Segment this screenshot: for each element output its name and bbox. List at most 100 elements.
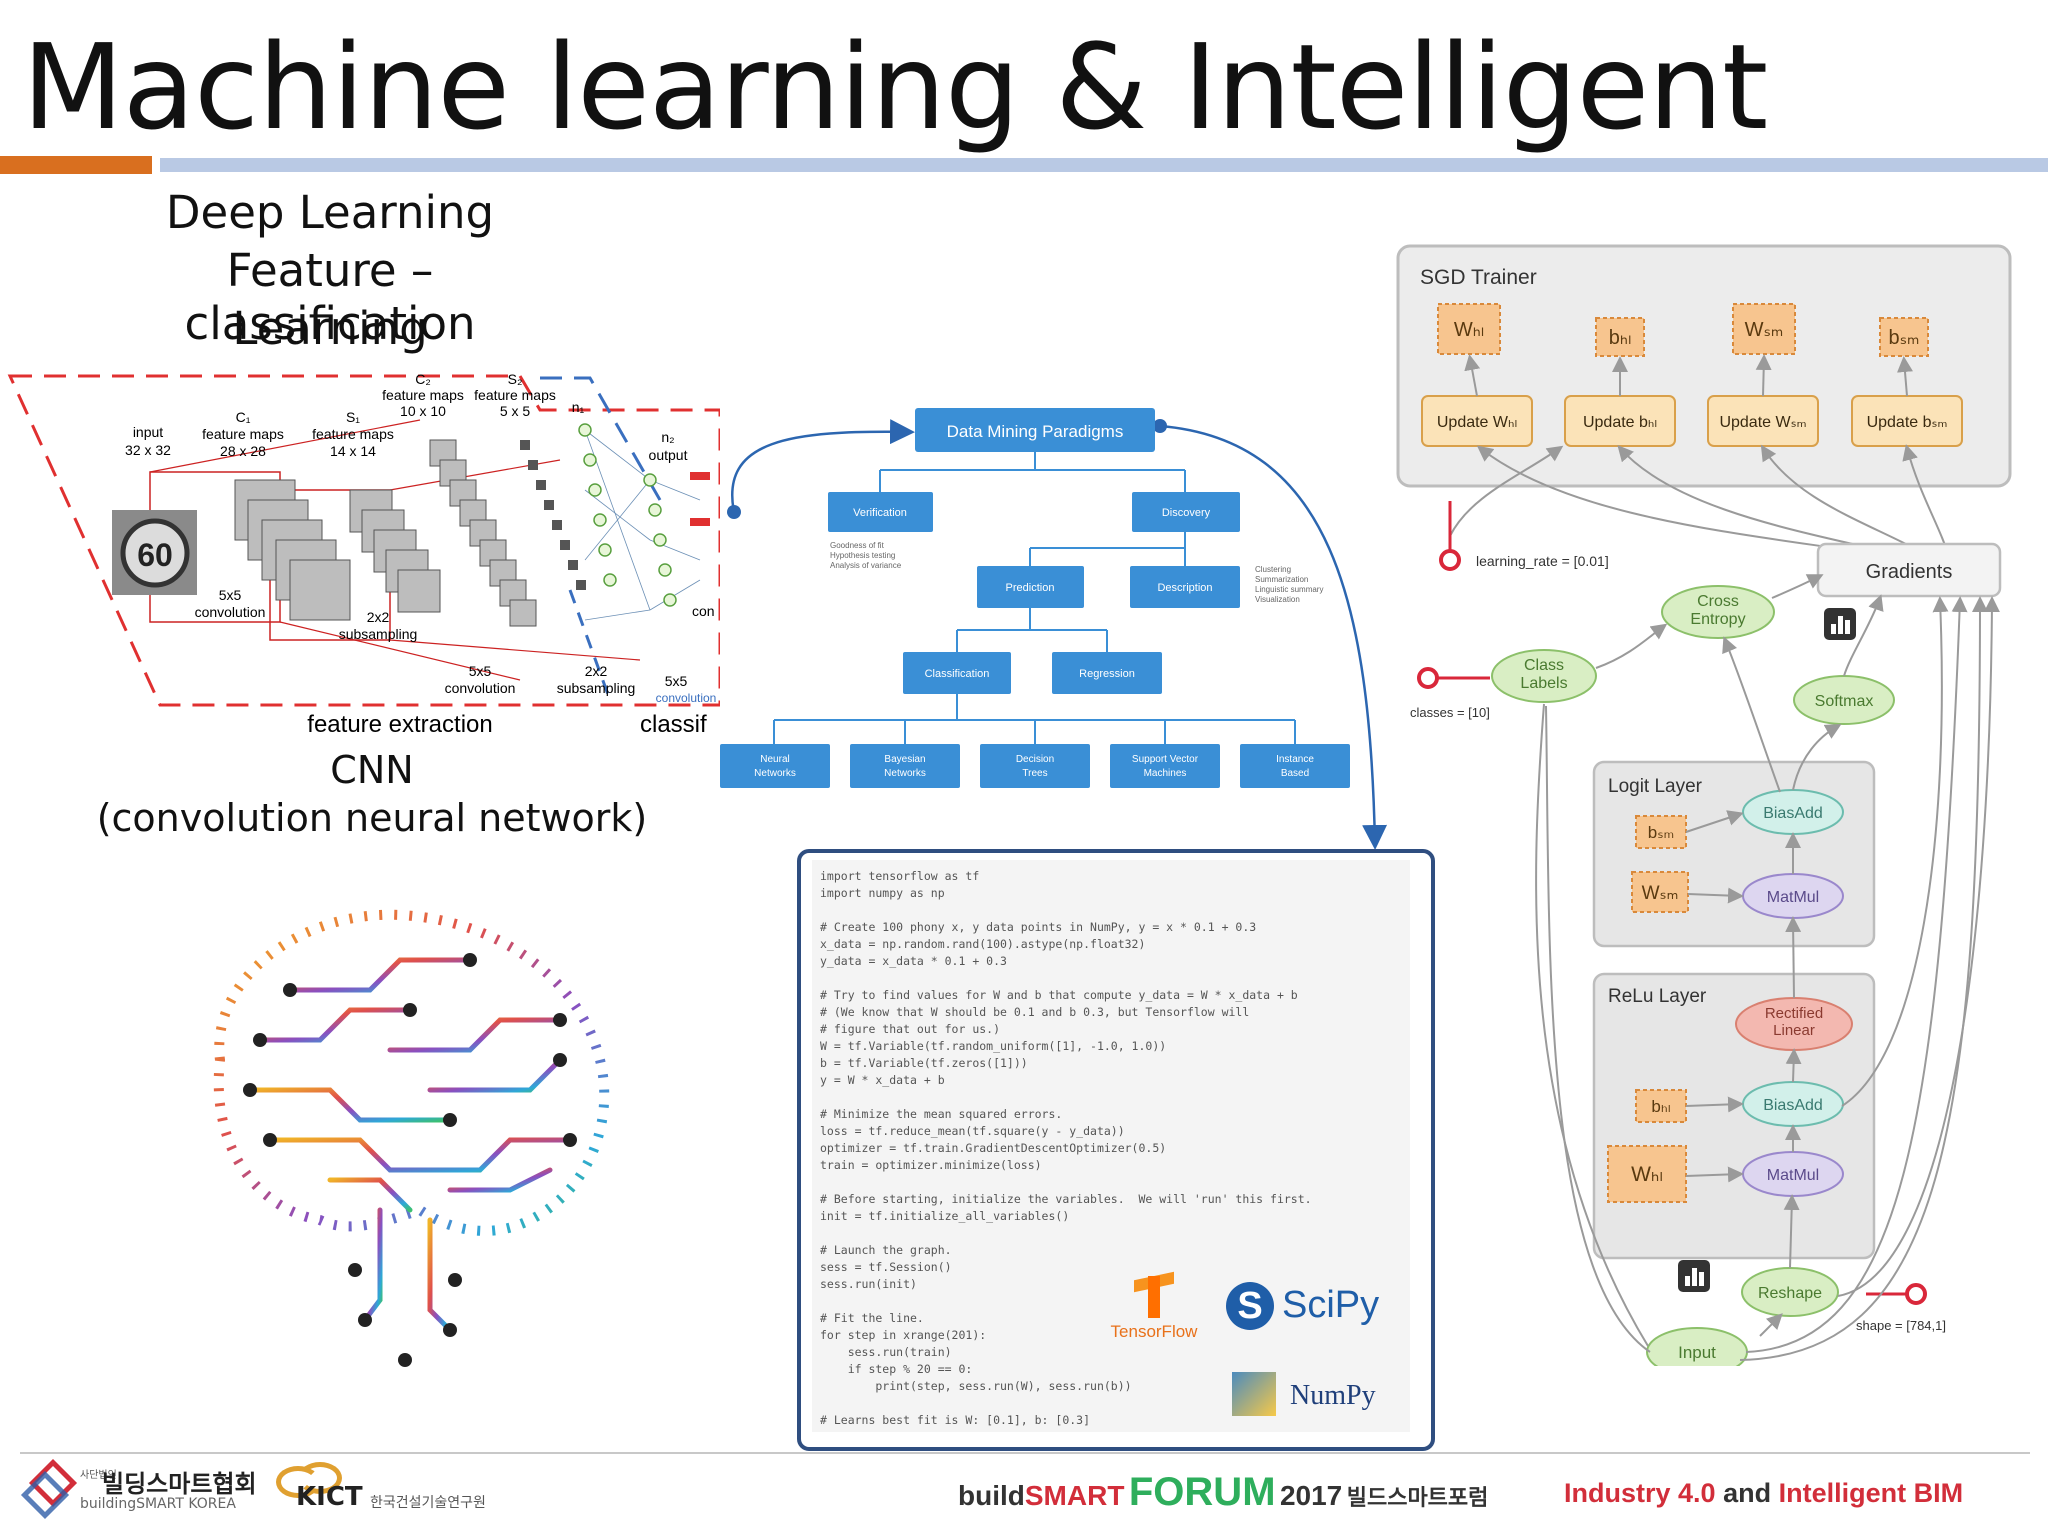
- code-line: # Minimize the mean squared errors.: [820, 1107, 1063, 1121]
- cnn-diagram: 60 input 32 x 32 C₁ feature maps 28 x 28…: [7, 371, 720, 738]
- svg-text:Class: Class: [1524, 657, 1564, 674]
- classes-constant: [1417, 667, 1439, 689]
- svg-text:Softmax: Softmax: [1815, 693, 1874, 710]
- svg-text:Analysis of variance: Analysis of variance: [830, 561, 902, 570]
- svg-text:feature maps: feature maps: [312, 426, 394, 442]
- svg-text:BiasAdd: BiasAdd: [1763, 805, 1823, 822]
- tensorflow-logo: TensorFlow: [1104, 1268, 1204, 1348]
- svg-text:S₁: S₁: [346, 409, 360, 425]
- svg-text:convolution: convolution: [445, 680, 516, 696]
- svg-text:Reshape: Reshape: [1758, 1285, 1822, 1302]
- feature-extraction-frame: [7, 374, 720, 707]
- code-line: # figure that out for us.): [820, 1022, 1001, 1036]
- code-line: sess.run(train): [820, 1345, 952, 1359]
- code-line: [820, 1089, 1400, 1106]
- svg-text:Input: Input: [1678, 1343, 1716, 1362]
- svg-text:Update bₛₘ: Update bₛₘ: [1867, 414, 1948, 431]
- svg-text:10 x 10: 10 x 10: [400, 403, 446, 419]
- cnn-caption-full: (convolution neural network): [96, 796, 648, 840]
- code-line: # Try to find values for W and b that co…: [820, 988, 1298, 1002]
- svg-text:MatMul: MatMul: [1767, 889, 1819, 906]
- svg-text:Wₕₗ: Wₕₗ: [1631, 1163, 1663, 1186]
- code-line: x_data = np.random.rand(100).astype(np.f…: [820, 937, 1146, 951]
- code-line: [820, 902, 1400, 919]
- scipy-icon: S: [1226, 1282, 1274, 1330]
- svg-text:Wₛₘ: Wₛₘ: [1642, 883, 1679, 904]
- svg-text:Summarization: Summarization: [1255, 575, 1308, 584]
- svg-text:Verification: Verification: [853, 507, 907, 519]
- svg-text:2x2: 2x2: [367, 609, 390, 625]
- svg-text:Description: Description: [1157, 582, 1212, 594]
- svg-text:Wₛₘ: Wₛₘ: [1745, 319, 1784, 341]
- deep-learning-subheading-2: Learning: [232, 302, 428, 355]
- code-line: # Fit the line.: [820, 1311, 924, 1325]
- svg-text:con: con: [692, 603, 715, 619]
- code-line: b = tf.Variable(tf.zeros([1])): [820, 1056, 1028, 1070]
- data-mining-diagram: Data Mining Paradigms Verification Disco…: [720, 408, 1388, 850]
- circuit-brain-image: [213, 909, 610, 1367]
- code-line: loss = tf.reduce_mean(tf.square(y - y_da…: [820, 1124, 1125, 1138]
- svg-text:feature maps: feature maps: [474, 387, 556, 403]
- svg-text:5x5: 5x5: [219, 587, 242, 603]
- svg-text:Decision: Decision: [1016, 754, 1054, 765]
- industry-intelligent-bim: Industry 4.0 and Intelligent BIM: [1564, 1478, 1964, 1508]
- shape-constant: [1905, 1283, 1927, 1305]
- svg-text:S₂: S₂: [508, 371, 523, 387]
- svg-text:bₛₘ: bₛₘ: [1648, 823, 1674, 842]
- svg-text:output: output: [649, 447, 688, 463]
- svg-text:Classification: Classification: [925, 668, 990, 680]
- code-line: [820, 970, 1400, 987]
- deep-learning-subheading: Feature – classification: [184, 244, 476, 350]
- classification-frame: [540, 376, 662, 501]
- svg-text:C₂: C₂: [415, 371, 431, 387]
- sign-input-image: 60: [112, 510, 197, 595]
- code-line: # (We know that W should be 0.1 and b 0.…: [820, 1005, 1250, 1019]
- svg-text:Cross: Cross: [1697, 593, 1739, 610]
- svg-text:Logit Layer: Logit Layer: [1608, 776, 1703, 797]
- svg-text:feature maps: feature maps: [382, 387, 464, 403]
- svg-text:subsampling: subsampling: [557, 680, 636, 696]
- buildingsmart-korea-icon: [20, 1458, 78, 1520]
- svg-text:Hypothesis testing: Hypothesis testing: [830, 551, 895, 560]
- code-line: # Launch the graph.: [820, 1243, 952, 1257]
- svg-text:learning_rate = [0.01]: learning_rate = [0.01]: [1476, 553, 1609, 569]
- svg-text:Bayesian: Bayesian: [884, 754, 925, 765]
- learning-rate-constant: [1439, 549, 1461, 571]
- svg-text:input: input: [133, 424, 163, 440]
- svg-text:Wₕₗ: Wₕₗ: [1454, 319, 1484, 341]
- cnn-caption: CNN: [330, 748, 414, 792]
- numpy-logo: NumPy: [1232, 1370, 1382, 1426]
- svg-text:Discovery: Discovery: [1162, 507, 1211, 519]
- code-line: train = optimizer.minimize(loss): [820, 1158, 1042, 1172]
- data-mining-root-node: [915, 408, 1155, 452]
- title-underline-accent: [0, 156, 152, 174]
- svg-text:Data Mining Paradigms: Data Mining Paradigms: [947, 422, 1124, 441]
- deep-learning-heading: Deep Learning: [165, 186, 495, 239]
- svg-text:Linear: Linear: [1773, 1022, 1815, 1039]
- cross-entropy-node: [1661, 585, 1775, 639]
- svg-text:C₁: C₁: [236, 409, 251, 425]
- svg-text:32 x 32: 32 x 32: [125, 442, 171, 458]
- buildsmart-forum-logo: buildSMART FORUM 2017 빌드스마트포럼: [958, 1470, 1489, 1514]
- svg-text:Instance: Instance: [1276, 754, 1314, 765]
- svg-text:28 x 28: 28 x 28: [220, 443, 266, 459]
- code-line: # Create 100 phony x, y data points in N…: [820, 920, 1257, 934]
- buildingsmart-korea-english: buildingSMART KOREA: [80, 1496, 236, 1512]
- code-line: # Before starting, initialize the variab…: [820, 1192, 1312, 1206]
- code-line: import numpy as np: [820, 886, 945, 900]
- svg-text:Goodness of fit: Goodness of fit: [830, 541, 885, 550]
- svg-text:Labels: Labels: [1520, 675, 1567, 692]
- svg-text:SGD Trainer: SGD Trainer: [1420, 266, 1537, 289]
- svg-text:convolution: convolution: [656, 691, 717, 705]
- svg-text:n₂: n₂: [661, 429, 674, 445]
- svg-text:Entropy: Entropy: [1690, 611, 1745, 628]
- code-line: for step in xrange(201):: [820, 1328, 987, 1342]
- class-labels-node: [1491, 649, 1597, 703]
- numpy-icon: [1232, 1372, 1276, 1416]
- tensorflow-icon: [1134, 1268, 1174, 1318]
- svg-text:Gradients: Gradients: [1866, 561, 1953, 583]
- code-line: sess = tf.Session(): [820, 1260, 952, 1274]
- mining-to-code-arrow: [1159, 424, 1388, 850]
